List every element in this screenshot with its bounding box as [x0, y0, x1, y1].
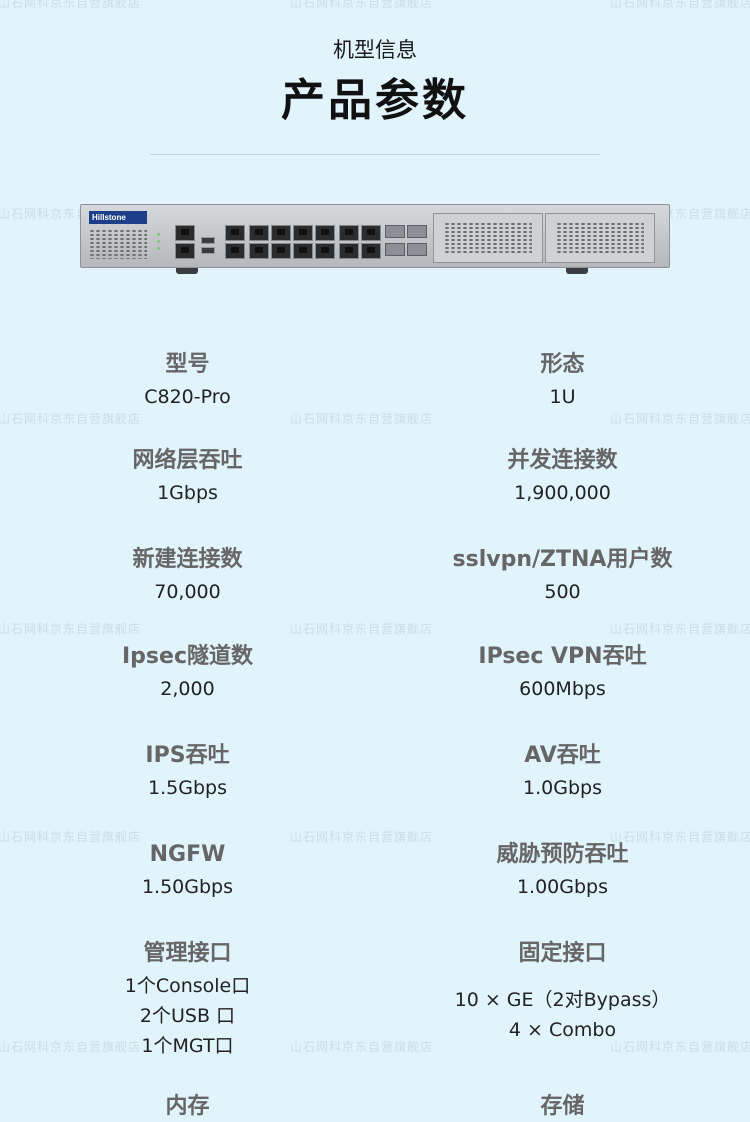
firewall-appliance-icon: Hillstone — [80, 204, 670, 274]
spec-ips-throughput: IPS吞吐 1.5Gbps — [0, 741, 375, 803]
page-title: 产品参数 — [281, 75, 469, 126]
ge-port — [315, 225, 335, 241]
watermark: 山石网科京东自营旗舰店 — [0, 1040, 142, 1054]
spec-label: 存储 — [540, 1094, 585, 1119]
expansion-slot — [545, 213, 655, 263]
spec-label: 并发连接数 — [507, 448, 618, 473]
spec-label: sslvpn/ZTNA用户数 — [452, 547, 673, 572]
spec-label: 形态 — [540, 352, 585, 377]
spec-memory: 内存 — [0, 1092, 375, 1122]
ge-port — [293, 225, 313, 241]
usb-port — [201, 237, 215, 244]
spec-ipsec-vpn-throughput: IPsec VPN吞吐 600Mbps — [375, 642, 750, 704]
spec-sslvpn-users: sslvpn/ZTNA用户数 500 — [375, 545, 750, 607]
spec-label: 固定接口 — [518, 941, 607, 966]
ge-port — [225, 243, 245, 259]
ge-port — [293, 243, 313, 259]
ge-port — [249, 243, 269, 259]
ge-port — [271, 243, 291, 259]
spec-label: 新建连接数 — [132, 547, 243, 572]
spec-label: NGFW — [149, 842, 226, 867]
ge-port — [249, 225, 269, 241]
spec-value: 1.00Gbps — [516, 876, 609, 898]
watermark: 山石网科京东自营旗舰店 — [610, 0, 750, 10]
spec-label: 型号 — [165, 352, 210, 377]
combo-port — [339, 225, 359, 241]
device-foot — [176, 268, 198, 274]
spec-value: 1.5Gbps — [148, 777, 227, 799]
spec-value: 1个Console口 2个USB 口 1个MGT口 — [124, 975, 251, 1057]
spec-value: 1,900,000 — [514, 482, 611, 504]
combo-port — [339, 243, 359, 259]
spec-network-throughput: 网络层吞吐 1Gbps — [0, 446, 375, 508]
spec-value: 1.0Gbps — [523, 777, 602, 799]
spec-value: C820-Pro — [144, 386, 231, 408]
watermark: 山石网科京东自营旗舰店 — [0, 0, 142, 10]
spec-label: AV吞吐 — [524, 743, 601, 768]
spec-value: 1.50Gbps — [141, 876, 234, 898]
watermark: 山石网科京东自营旗舰店 — [290, 0, 434, 10]
ge-port — [271, 225, 291, 241]
console-port — [175, 225, 195, 241]
spec-fixed-ports: 固定接口 10 × GE（2对Bypass） 4 × Combo — [375, 939, 750, 1045]
sfp-port — [385, 243, 405, 256]
spec-value: 2,000 — [160, 678, 215, 700]
spec-label: IPS吞吐 — [145, 743, 230, 768]
spec-new-connections: 新建连接数 70,000 — [0, 545, 375, 607]
device-chassis: Hillstone — [80, 204, 670, 268]
status-led — [157, 233, 160, 236]
watermark: 山石网科京东自营旗舰店 — [290, 622, 434, 636]
spec-threat-prevention: 威胁预防吞吐 1.00Gbps — [375, 840, 750, 902]
spec-value: 500 — [544, 581, 581, 603]
page-subtitle: 机型信息 — [333, 38, 417, 62]
watermark: 山石网科京东自营旗舰店 — [290, 1040, 434, 1054]
spec-label: 管理接口 — [143, 941, 232, 966]
status-led — [157, 247, 160, 250]
spec-label: IPsec VPN吞吐 — [478, 644, 647, 669]
header-divider — [150, 154, 600, 155]
watermark: 山石网科京东自营旗舰店 — [290, 830, 434, 844]
spec-ngfw: NGFW 1.50Gbps — [0, 840, 375, 902]
vent-grille — [556, 222, 644, 254]
spec-storage: 存储 — [375, 1092, 750, 1122]
spec-value: 70,000 — [154, 581, 221, 603]
sfp-port — [407, 225, 427, 238]
spec-value: 1Gbps — [157, 482, 218, 504]
spec-value: 1U — [549, 386, 576, 408]
spec-label: 内存 — [165, 1094, 210, 1119]
mgt-port — [175, 243, 195, 259]
spec-form-factor: 形态 1U — [375, 350, 750, 412]
vent-grille — [444, 222, 532, 254]
combo-port — [361, 243, 381, 259]
spec-label: 威胁预防吞吐 — [496, 842, 629, 867]
spec-label: 网络层吞吐 — [132, 448, 243, 473]
brand-logo: Hillstone — [89, 211, 147, 224]
sfp-port — [407, 243, 427, 256]
spec-av-throughput: AV吞吐 1.0Gbps — [375, 741, 750, 803]
sfp-port — [385, 225, 405, 238]
watermark: 山石网科京东自营旗舰店 — [0, 412, 142, 426]
spec-ipsec-tunnels: Ipsec隧道数 2,000 — [0, 642, 375, 704]
watermark: 山石网科京东自营旗舰店 — [610, 830, 750, 844]
watermark: 山石网科京东自营旗舰店 — [290, 412, 434, 426]
watermark: 山石网科京东自营旗舰店 — [610, 1040, 750, 1054]
spec-model: 型号 C820-Pro — [0, 350, 375, 412]
spec-value: 10 × GE（2对Bypass） 4 × Combo — [454, 989, 671, 1041]
device-foot — [566, 268, 588, 274]
vent-grille — [89, 229, 147, 259]
status-led — [157, 240, 160, 243]
watermark: 山石网科京东自营旗舰店 — [610, 622, 750, 636]
usb-port — [201, 247, 215, 254]
spec-management-ports: 管理接口 1个Console口 2个USB 口 1个MGT口 — [0, 939, 375, 1061]
spec-value: 600Mbps — [519, 678, 606, 700]
combo-port — [361, 225, 381, 241]
watermark: 山石网科京东自营旗舰店 — [0, 830, 142, 844]
spec-concurrent-connections: 并发连接数 1,900,000 — [375, 446, 750, 508]
spec-label: Ipsec隧道数 — [122, 644, 253, 669]
ge-port — [225, 225, 245, 241]
watermark: 山石网科京东自营旗舰店 — [0, 622, 142, 636]
expansion-slot — [433, 213, 543, 263]
ge-port — [315, 243, 335, 259]
watermark: 山石网科京东自营旗舰店 — [610, 412, 750, 426]
